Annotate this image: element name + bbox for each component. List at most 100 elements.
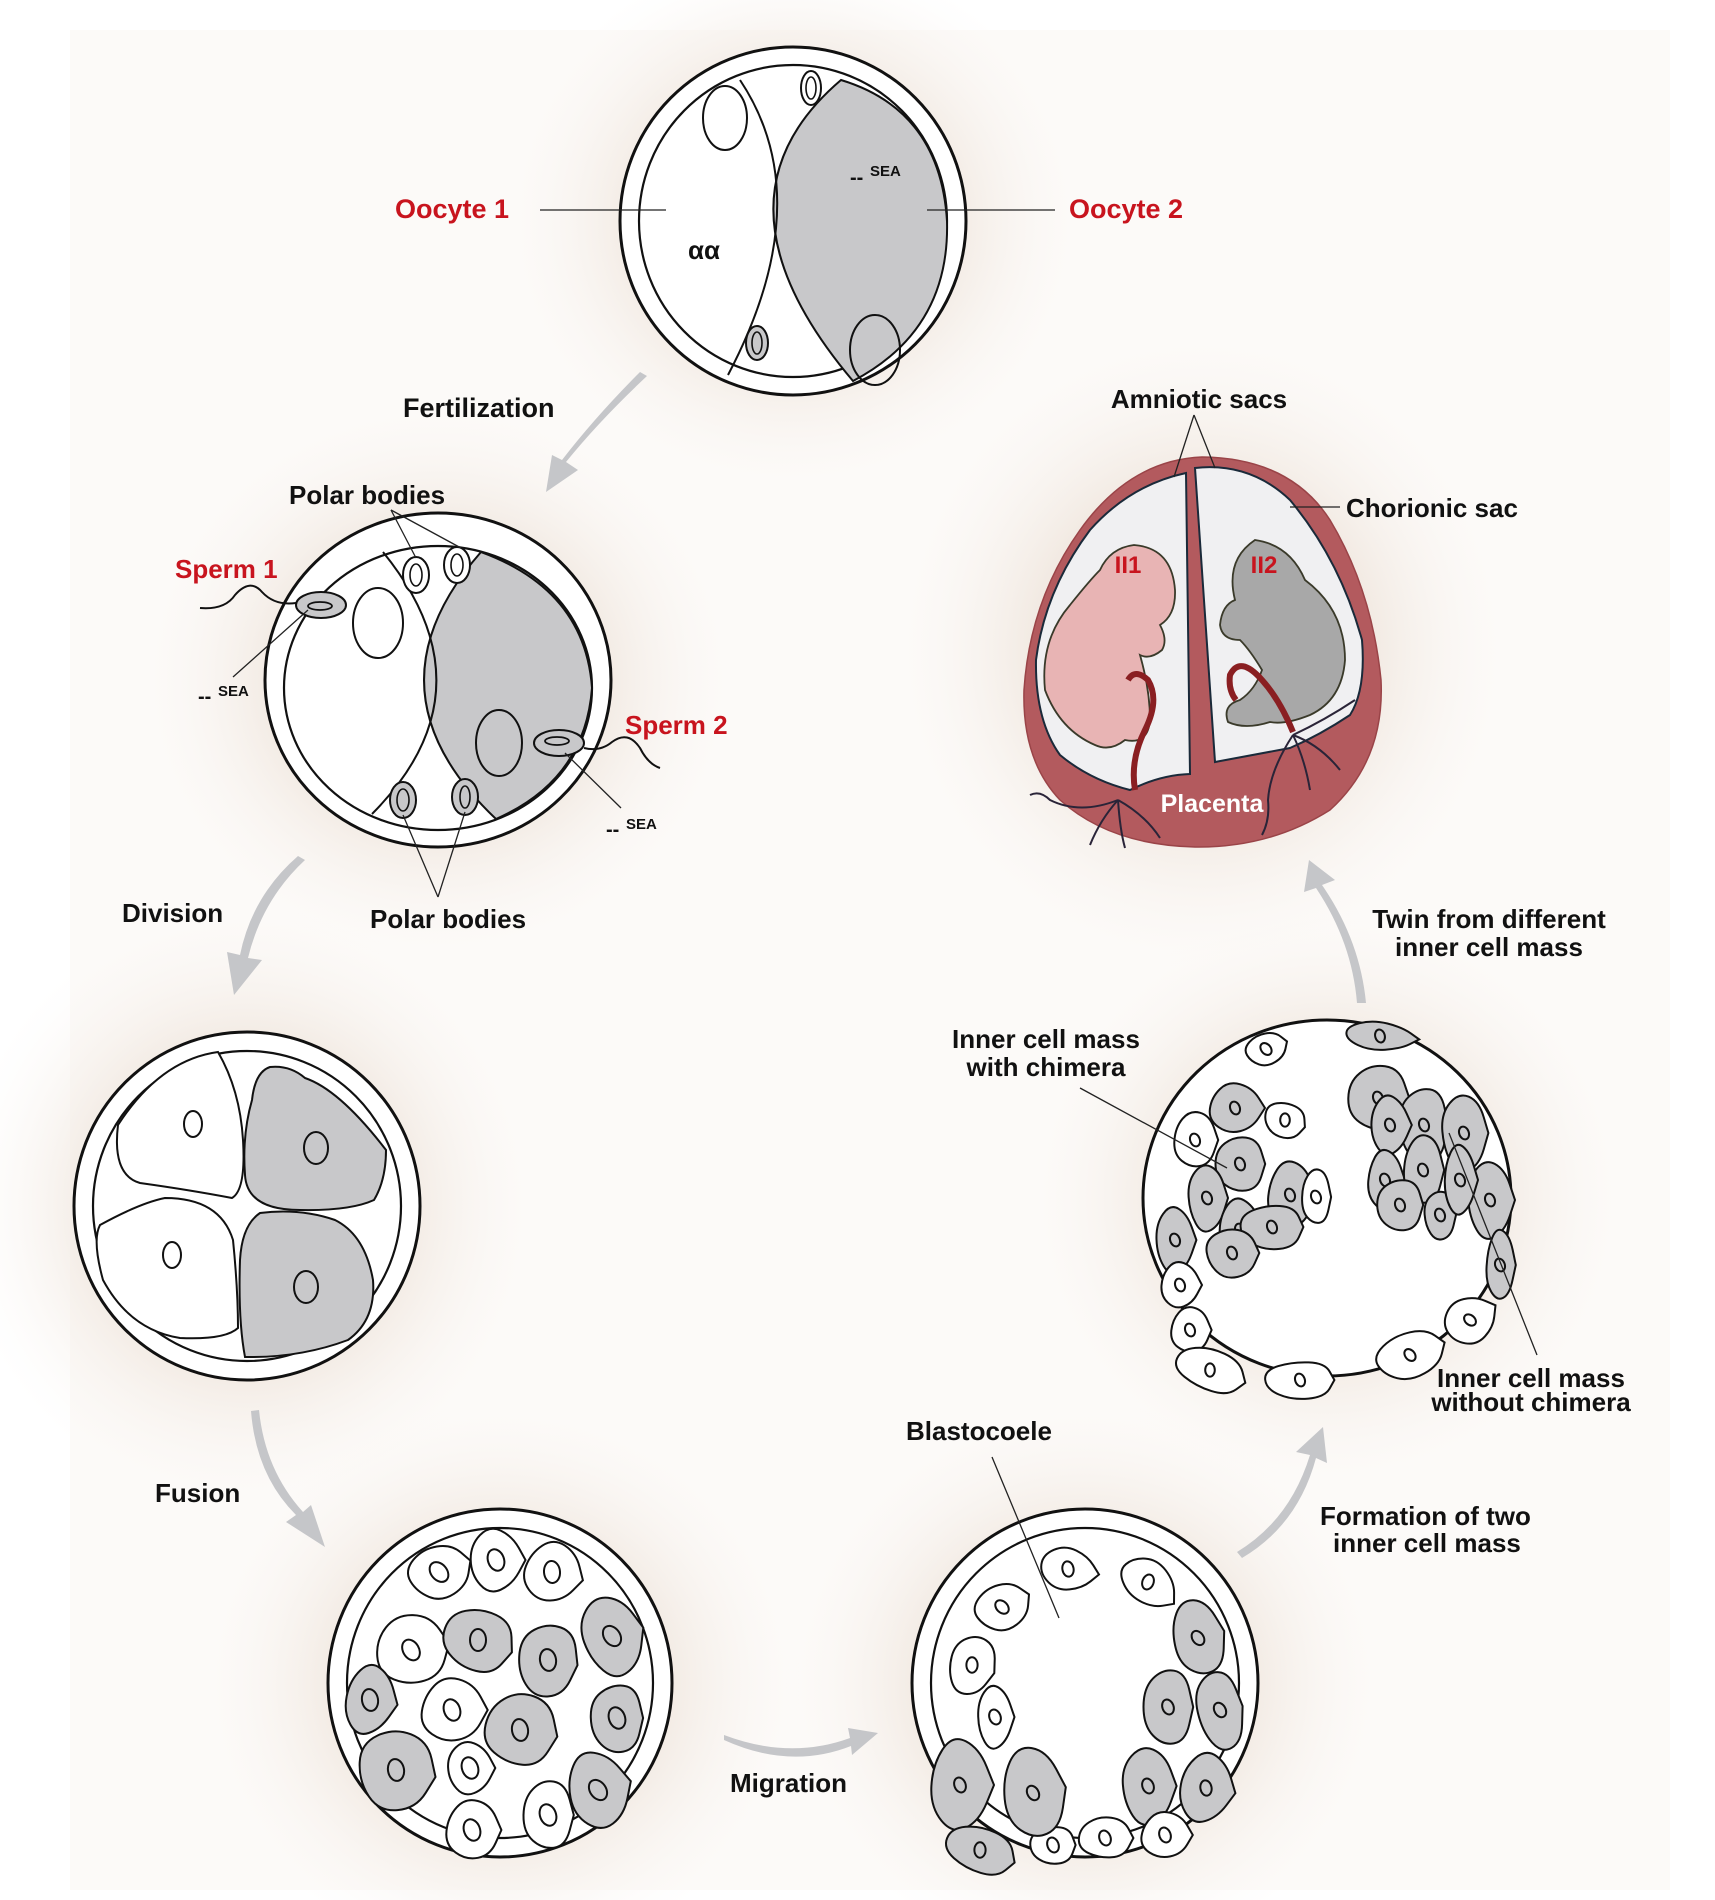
cell-white [523, 1540, 585, 1602]
cell-white [949, 1636, 996, 1696]
cell-grey [944, 1825, 1016, 1876]
cell-nucleus [1061, 1560, 1075, 1578]
cell-nucleus [1309, 1189, 1323, 1205]
cell-grey [1376, 1179, 1425, 1232]
cell-nucleus [1204, 1362, 1216, 1378]
polar-body [800, 70, 822, 106]
fusion-arrow-icon [251, 1410, 325, 1547]
cell-nucleus [1265, 1219, 1279, 1235]
cell-white [1077, 1816, 1135, 1859]
twin-2-label: II2 [1251, 552, 1278, 579]
oocyte-2-cytoplasm [772, 78, 949, 383]
oocyte-1-nucleus [702, 85, 748, 151]
cell-grey [442, 1608, 513, 1673]
cell-white [1244, 1032, 1289, 1067]
sperm-2-label: Sperm 2 [625, 710, 728, 740]
polar-body [451, 778, 479, 816]
cell-white [1160, 1261, 1204, 1309]
placenta-label: Placenta [1161, 790, 1265, 818]
cell-nucleus [1200, 1190, 1214, 1206]
cell-nucleus [1393, 1197, 1407, 1213]
cell-white [1170, 1306, 1213, 1353]
blastocoele-leader [991, 1456, 1060, 1619]
cell-nucleus [1173, 1277, 1187, 1293]
cell-grey [1172, 1599, 1226, 1675]
cell-white [445, 1799, 503, 1860]
cell-nucleus [1403, 1348, 1417, 1362]
step-migration: Migration [730, 1768, 847, 1798]
cell-nucleus [1141, 1777, 1155, 1795]
cell-nucleus [1225, 1245, 1239, 1261]
polar-bodies-bottom-leader [437, 811, 466, 898]
cell-nucleus [1293, 1372, 1307, 1388]
cell-white [407, 1545, 472, 1600]
cell-nucleus [1168, 1232, 1182, 1248]
cell-nucleus [994, 1599, 1010, 1615]
cell-nucleus [1233, 1156, 1247, 1172]
cell-white [95, 1196, 240, 1340]
icm-with-chimera-line2: with chimera [966, 1052, 1126, 1082]
svg-text:SEA: SEA [870, 163, 901, 180]
division-arrow-icon [227, 856, 305, 995]
cell-grey [243, 1065, 388, 1212]
sperm-1-label: Sperm 1 [175, 554, 278, 584]
cell-white [1375, 1330, 1446, 1381]
cell-nucleus [1259, 1042, 1273, 1056]
cell-nucleus [1383, 1117, 1397, 1133]
cell-nucleus [1374, 1028, 1386, 1044]
blastocoele-label: Blastocoele [906, 1416, 1052, 1446]
cell-grey [238, 1210, 375, 1359]
polar-body [402, 556, 430, 594]
cell-nucleus [1457, 1125, 1471, 1141]
stage-twin-pregnancy: II1 II2 Placenta Amniotic sacs Chorionic… [1023, 384, 1518, 849]
cell-nucleus [1212, 1701, 1228, 1719]
stage-morula [326, 1507, 674, 1860]
sperm-1-genotype: -- SEA [198, 683, 249, 708]
cell-grey [1121, 1747, 1178, 1826]
oocyte-2-genotype: -- SEA [850, 163, 901, 189]
cell-grey [1370, 1094, 1413, 1156]
twin-arrow-icon [1304, 860, 1366, 1003]
fertilization-arrow-icon [546, 372, 647, 492]
stage-oocytes: αα -- SEA Oocyte 1 Oocyte 2 [395, 45, 1183, 397]
cell-white [469, 1527, 527, 1593]
cell-white [376, 1614, 451, 1684]
cell-nucleus [1433, 1207, 1447, 1223]
embryo-twin-1 [1043, 544, 1176, 791]
cell-nucleus [601, 1624, 623, 1648]
cell-nucleus [1463, 1313, 1477, 1327]
svg-text:--: -- [198, 686, 211, 708]
sperm-2 [533, 729, 661, 769]
stage-four-cell [72, 1030, 422, 1382]
cell-nucleus [401, 1638, 421, 1662]
cell-white [522, 1780, 575, 1849]
polar-body [745, 325, 769, 361]
cell-nucleus [1279, 1112, 1291, 1128]
polar-bodies-bottom-leader [402, 814, 439, 898]
step-fertilization: Fertilization [403, 393, 555, 423]
cell-nucleus [360, 1688, 380, 1712]
stage-blastocyst-two-icm: Inner cell mass with chimera Inner cell … [952, 1018, 1631, 1417]
icm-without-chimera-leader [1448, 1132, 1538, 1356]
placental-vessels [1029, 699, 1356, 849]
cell-white [1140, 1811, 1194, 1859]
cell-grey [483, 1693, 559, 1766]
cell-nucleus [973, 1841, 987, 1859]
cell-nucleus [486, 1548, 506, 1572]
cell-nucleus [988, 1708, 1002, 1726]
cell-nucleus [1483, 1192, 1497, 1208]
stage-fertilized: Polar bodies Polar bodies Sperm 1 Sperm … [175, 480, 728, 934]
cell-grey [1205, 1228, 1261, 1279]
cell-nucleus [587, 1778, 609, 1802]
oocyte-1-label: Oocyte 1 [395, 194, 509, 224]
cell-white [1443, 1297, 1497, 1345]
cell-nucleus [1158, 1826, 1172, 1844]
twin-1-label: II1 [1115, 552, 1142, 579]
polar-bodies-bottom-label: Polar bodies [370, 904, 526, 934]
cell-grey [518, 1624, 579, 1698]
cell-grey [1003, 1746, 1067, 1837]
chorionic-sac-label: Chorionic sac [1346, 493, 1518, 523]
step-division: Division [122, 898, 223, 928]
cell-nucleus [1188, 1132, 1202, 1148]
oocyte-1-genotype: αα [688, 235, 720, 265]
